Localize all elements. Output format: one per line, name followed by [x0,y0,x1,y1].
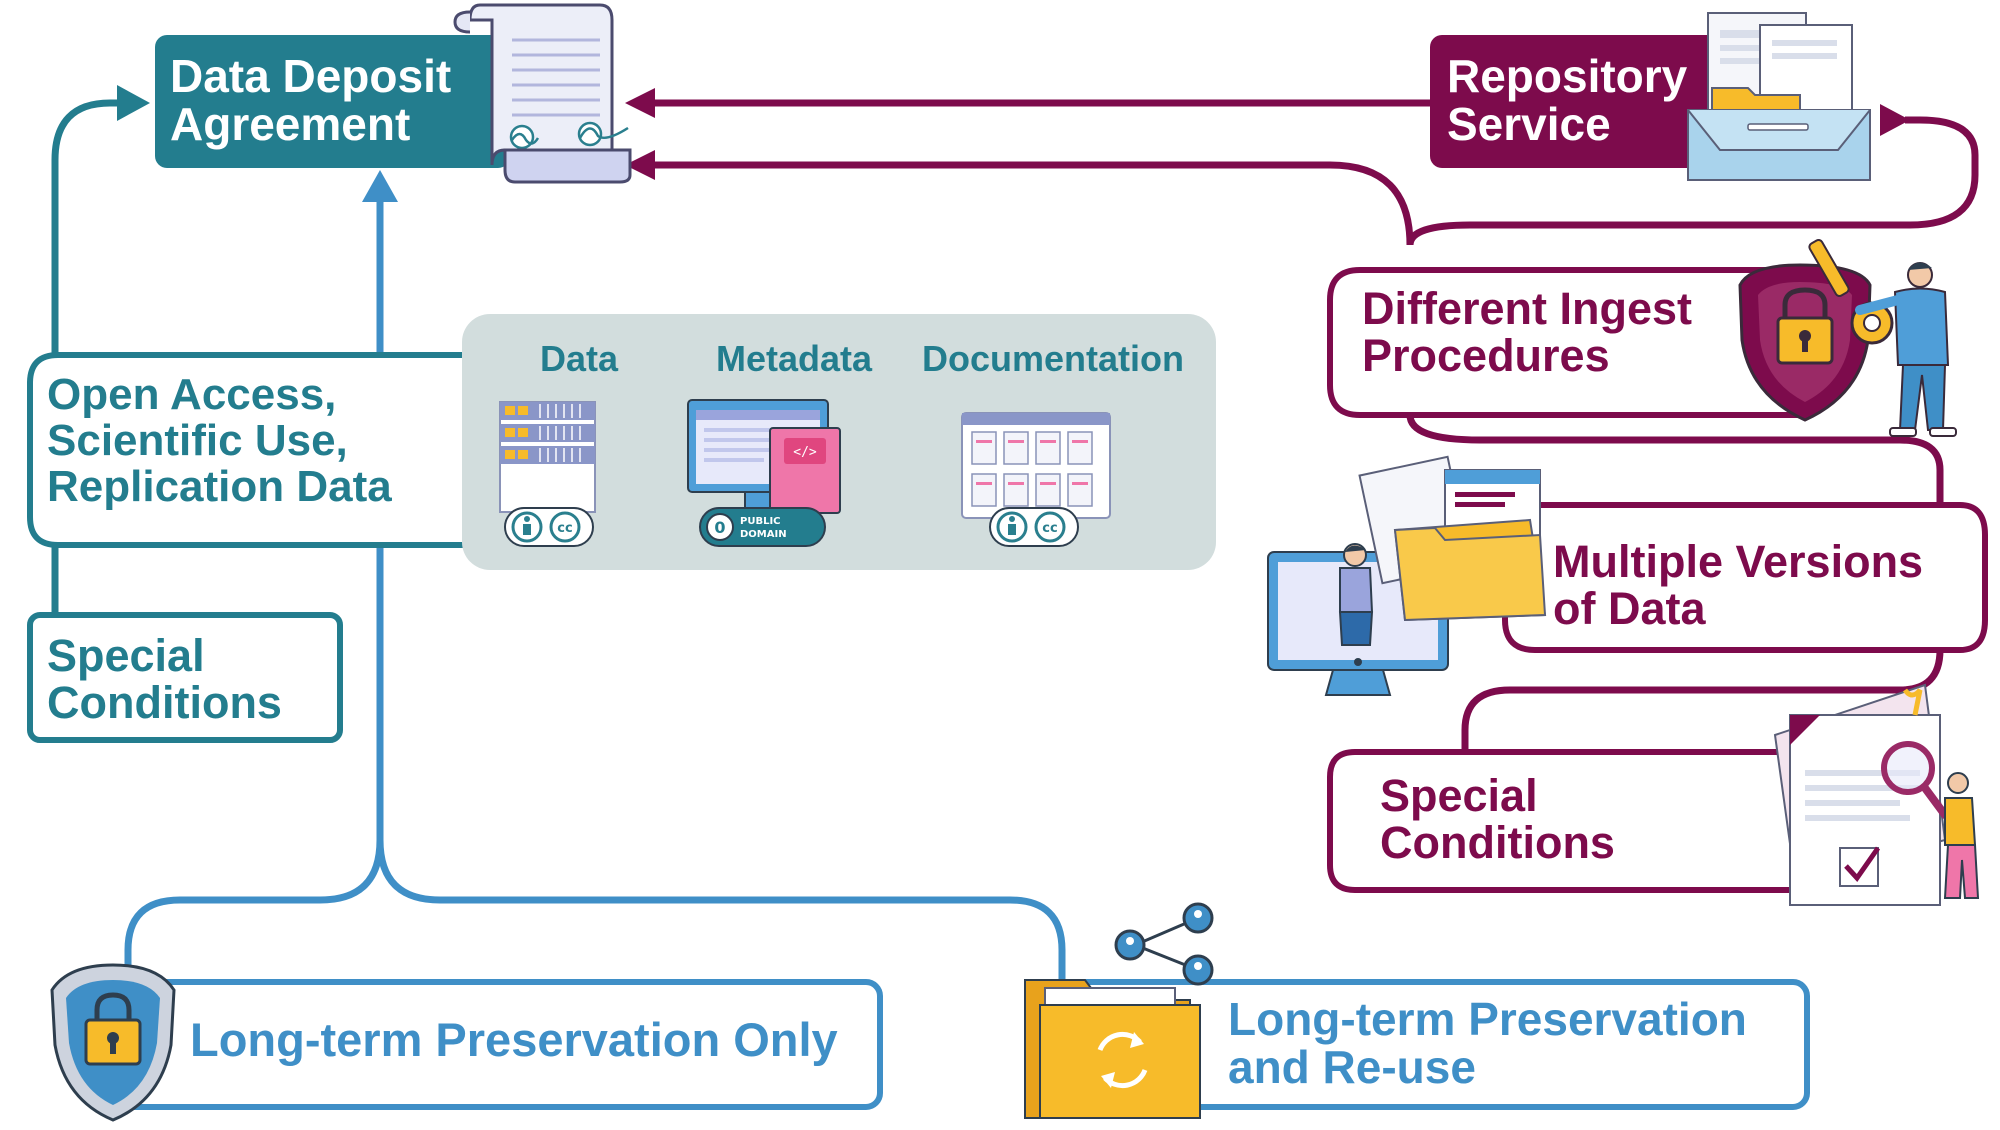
ingest-box [1327,267,1810,418]
special-conditions-left-box [27,612,343,743]
data-badge-text: cc [557,521,572,536]
open-access-label: Open Access, Scientific Use, Replication… [47,370,392,511]
monitor-code-icon: </> [687,399,841,514]
contract-icon [453,3,632,184]
svg-text:</>: </> [793,445,817,460]
folder-person-icon [1267,455,1547,696]
public-domain-line2: DOMAIN [740,529,787,540]
metadata-heading: Metadata [716,338,873,379]
folder-sync-icon [1024,979,1201,1119]
open-access-box [27,352,470,548]
repository-box [1430,35,1730,168]
agreement-box [155,35,510,168]
preservation-only-label: Long-term Preservation Only [190,1013,838,1066]
versions-box [1502,502,1988,653]
repository-connectors [640,99,1979,752]
filing-cabinet-icon [1687,12,1871,181]
shield-lock-icon [50,963,176,1122]
key-person-icon [1808,238,1957,437]
svg-text:0: 0 [714,518,725,537]
repository-label: Repository Service [1447,50,1688,151]
agreement-connectors-blue [124,200,1066,985]
special-conditions-left-label: Special Conditions [47,630,282,729]
ingest-label: Different Ingest Procedures [1362,283,1693,382]
documentation-badge-text: cc [1042,521,1057,536]
share-icon [1114,902,1214,986]
public-domain-badge: 0 [699,507,826,547]
special-conditions-right-box [1327,749,1800,893]
documents-grid-icon [961,412,1111,519]
data-cc-badge [504,507,594,547]
preservation-reuse-label: Long-term Preservation and Re-use [1228,993,1747,1094]
agreement-label: Data Deposit Agreement [170,50,452,151]
public-domain-line1: PUBLIC [740,516,781,527]
documentation-heading: Documentation [922,338,1185,379]
versions-label: Multiple Versions of Data [1553,536,1924,635]
documentation-cc-badge [989,507,1079,547]
agreement-connectors-teal [51,99,128,615]
data-heading: Data [540,338,619,379]
server-icon [499,401,596,513]
special-conditions-right-label: Special Conditions [1380,770,1615,869]
magnifier-document-icon [1773,683,1980,906]
shield-lock-icon [1738,263,1872,422]
